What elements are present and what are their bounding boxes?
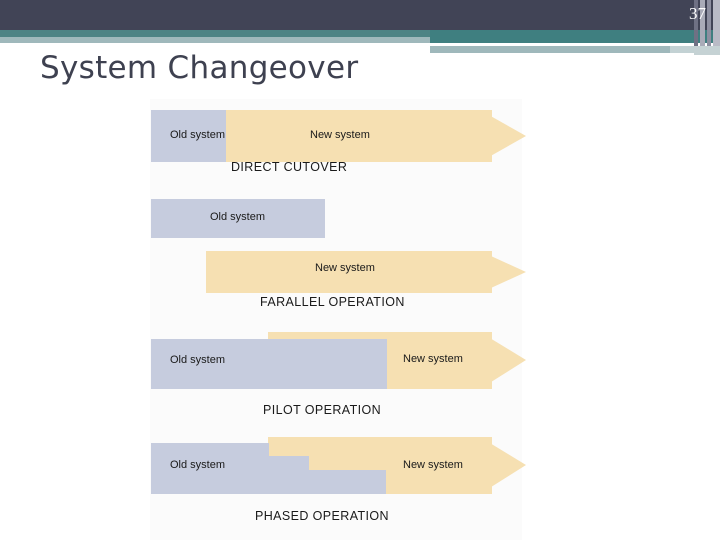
- pilot-operation-arrowhead: [480, 332, 526, 389]
- header-steel-band-right: [430, 46, 670, 53]
- header-teal-band-right: [430, 30, 720, 43]
- header-vertical-strip-1: [694, 0, 698, 46]
- phased-operation-caption: PHASED OPERATION: [255, 509, 389, 523]
- parallel-operation-old-system-bar: [151, 199, 325, 238]
- direct-cutover-new-system-bar: [225, 110, 492, 162]
- header-navy-band: [0, 0, 720, 30]
- direct-cutover-new-system-label: New system: [310, 129, 370, 141]
- page-title: System Changeover: [40, 50, 359, 86]
- direct-cutover-arrowhead: [480, 110, 526, 162]
- parallel-operation-new-system-bar: [206, 251, 492, 293]
- header-vertical-strip-3: [707, 0, 711, 46]
- direct-cutover-old-system-bar: [151, 110, 226, 162]
- parallel-operation-arrowhead: [480, 251, 526, 293]
- phased-operation-old-system-label: Old system: [170, 459, 226, 471]
- phased-operation-new-system-label: New system: [403, 459, 463, 471]
- parallel-operation-caption: FARALLEL OPERATION: [260, 295, 405, 309]
- direct-cutover-caption: DIRECT CUTOVER: [231, 160, 348, 174]
- pilot-operation-new-system-label: New system: [403, 353, 463, 365]
- header-teal-band-left: [0, 30, 430, 37]
- header-white-gap: [430, 43, 720, 46]
- pilot-operation-old-system-label: Old system: [170, 354, 226, 366]
- system-changeover-diagram: Old system New system DIRECT CUTOVER Old…: [150, 99, 526, 540]
- header-vertical-strip-lower: [694, 46, 720, 55]
- phased-operation-arrowhead: [480, 437, 526, 494]
- parallel-operation-new-system-label: New system: [315, 262, 375, 274]
- header-vertical-strip-4: [713, 0, 720, 46]
- header-steel-band-left: [0, 37, 430, 43]
- phased-operation-old-system-staircase: [151, 443, 386, 494]
- header-vertical-strip-2: [700, 0, 705, 46]
- pilot-operation-old-system-bar: [151, 339, 387, 389]
- page-number: 37: [689, 4, 706, 23]
- pilot-operation-caption: PILOT OPERATION: [263, 403, 382, 417]
- direct-cutover-old-system-label: Old system: [170, 129, 226, 141]
- parallel-operation-old-system-label: Old system: [210, 211, 266, 223]
